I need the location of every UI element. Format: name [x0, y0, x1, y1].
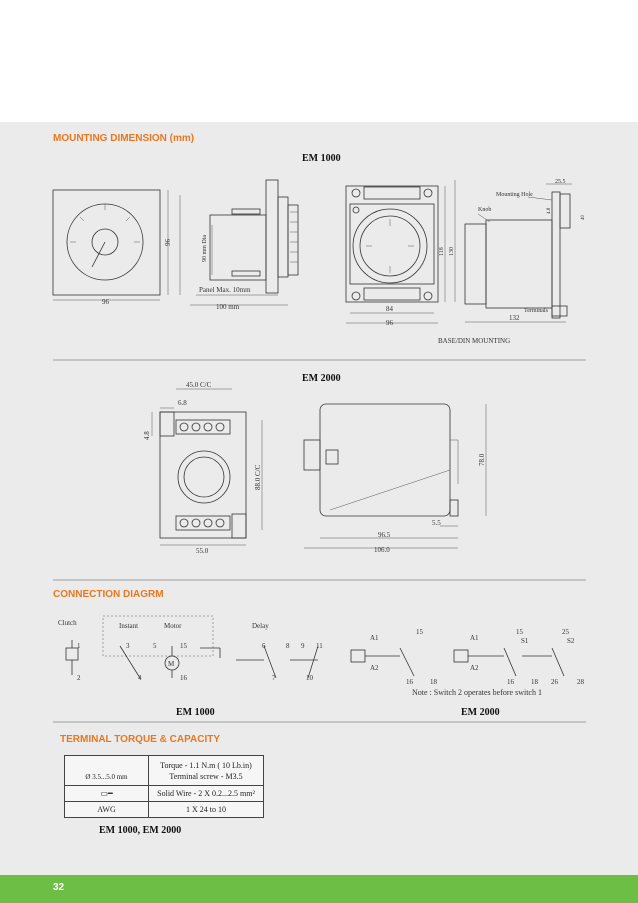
em2000b-16: 16 [507, 678, 515, 686]
em1000-side-view [179, 179, 299, 306]
em1000-cutout: 90 mm Dia [202, 235, 208, 262]
torque-table: Ø 3.5...5.0 mm Torque - 1.1 N.m ( 10 Lb.… [64, 755, 264, 818]
terminal-3: 3 [126, 642, 130, 650]
terminal-10: 10 [306, 674, 314, 682]
em2000b-26: 26 [551, 678, 559, 686]
connection-label-em1000: EM 1000 [176, 707, 215, 718]
label-delay: Delay [252, 622, 269, 630]
terminal-5: 5 [153, 642, 157, 650]
page-number: 32 [53, 882, 65, 893]
em2000b-15: 15 [516, 628, 524, 636]
em1000-front-height: 96 [164, 239, 172, 247]
em2000-front-view [151, 388, 263, 546]
section-title-mounting: MOUNTING DIMENSION (mm) [53, 133, 195, 144]
em2000-side-view [303, 403, 487, 549]
em2000-dim-88: 88.0 C/C [254, 464, 262, 490]
page-footer: 32 [0, 875, 638, 903]
em2000b-a2: A2 [470, 664, 479, 672]
connection-em1000-wiring [65, 615, 319, 679]
terminal-4: 4 [138, 674, 142, 682]
em1000-dim-25-5: 25.5 [555, 179, 566, 185]
terminal-1: 1 [77, 642, 81, 650]
em2000b-18: 18 [531, 678, 539, 686]
awg-value-cell: 1 X 24 to 10 [148, 801, 264, 818]
terminal-7: 7 [272, 674, 276, 682]
em1000-dim-84: 84 [386, 305, 394, 313]
em2000b-25: 25 [562, 628, 570, 636]
em1000-base-caption: BASE/DIN MOUNTING [438, 337, 510, 345]
terminal-2: 2 [77, 674, 81, 682]
section-title-connection: CONNECTION DIAGRM [53, 589, 164, 600]
em1000-dim-118: 118 [439, 247, 445, 256]
em1000-front-view [52, 189, 169, 301]
page-top-blank [0, 0, 638, 122]
em2000-dim-4-8: 4.8 [143, 431, 151, 440]
terminal-16: 16 [180, 674, 188, 682]
awg-label-cell: AWG [64, 801, 149, 818]
terminal-8: 8 [286, 642, 290, 650]
label-motor: Motor [164, 622, 182, 630]
em2000b-28: 28 [577, 678, 585, 686]
connection-note: Note : Switch 2 operates before switch 1 [412, 688, 542, 697]
em2000-dim-55: 55.0 [196, 547, 209, 555]
em1000-front-width: 96 [102, 298, 110, 306]
terminal-15: 15 [180, 642, 188, 650]
em1000-panel: Panel Max. 10mm [199, 286, 251, 294]
em1000-depth: 100 mm [216, 303, 240, 311]
em2000-16: 16 [406, 678, 414, 686]
label-clutch: Clutch [58, 619, 77, 627]
torque-tool-cell: Ø 3.5...5.0 mm [64, 755, 149, 786]
em1000-base-view [345, 180, 456, 324]
terminal-11: 11 [316, 642, 323, 650]
em2000-title: EM 2000 [302, 373, 341, 384]
em1000-dim-132: 132 [509, 314, 520, 322]
em2000b-a1: A1 [470, 634, 479, 642]
em1000-terminals: Terminals [524, 308, 549, 314]
terminal-6: 6 [262, 642, 266, 650]
em2000-a1: A1 [370, 634, 379, 642]
em1000-knob: Knob [478, 207, 491, 213]
wire-icon-cell: ▭━ [64, 785, 149, 802]
em1000-title: EM 1000 [302, 153, 341, 164]
em1000-mounting-hole: Mounting Hole [496, 192, 533, 198]
torque-line1: Torque - 1.1 N.m ( 10 Lb.in) [160, 760, 252, 770]
content-area [0, 122, 638, 875]
torque-line2: Terminal screw - M3.5 [169, 771, 243, 781]
torque-spec-cell: Torque - 1.1 N.m ( 10 Lb.in)Terminal scr… [148, 755, 264, 786]
section-title-torque: TERMINAL TORQUE & CAPACITY [60, 734, 221, 745]
connection-em2000-wiring [350, 647, 565, 677]
torque-models: EM 1000, EM 2000 [99, 825, 182, 836]
em2000-18: 18 [430, 678, 438, 686]
em2000b-s1: S1 [521, 637, 529, 645]
solid-wire-cell: Solid Wire - 2 X 0.2...2.5 mm² [148, 785, 264, 802]
em1000-dim-4-8: 4.8 [547, 207, 552, 214]
em1000-dim-40: 40 [581, 215, 586, 221]
em1000-base-side-view [464, 183, 572, 323]
em2000-dim-5-5: 5.5 [432, 519, 441, 527]
em2000-a2: A2 [370, 664, 379, 672]
em2000-dim-106: 106.0 [374, 546, 390, 554]
em2000-dim-45: 45.0 C/C [186, 381, 212, 389]
em2000b-s2: S2 [567, 637, 575, 645]
connection-label-em2000: EM 2000 [461, 707, 500, 718]
terminal-9: 9 [301, 642, 305, 650]
em2000-15: 15 [416, 628, 424, 636]
label-instant: Instant [119, 622, 138, 630]
screwdriver-tool-text: Ø 3.5...5.0 mm [85, 773, 128, 781]
em2000-dim-96-5: 96.5 [378, 531, 391, 539]
em2000-dim-78: 78.0 [478, 453, 486, 466]
wire-icon: ▭━ [100, 789, 113, 798]
motor-symbol: M [168, 660, 175, 668]
em2000-dim-6-8: 6.8 [178, 399, 187, 407]
em1000-dim-96: 96 [386, 319, 394, 327]
em1000-dim-130: 130 [449, 247, 455, 256]
